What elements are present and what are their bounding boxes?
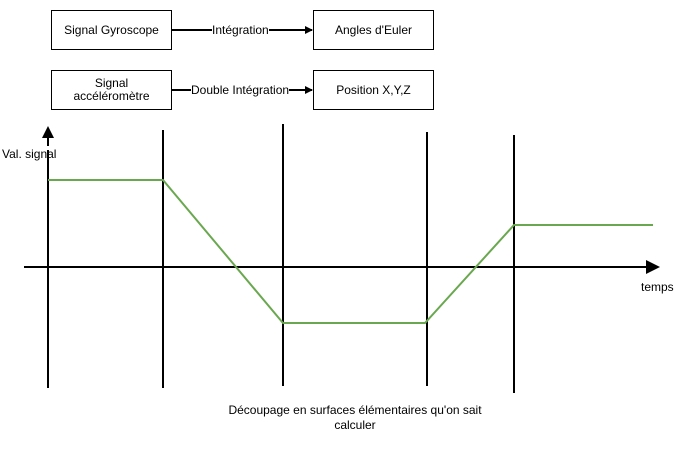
accelerometer-signal-label: Signal accéléromètre [73, 76, 150, 103]
accelerometer-signal-box: Signal accéléromètre [51, 70, 172, 110]
x-axis-arrowhead [646, 260, 660, 274]
euler-angles-text: Angles d'Euler [334, 22, 412, 37]
y-axis-label: Val. signal [2, 147, 57, 161]
y-axis-arrowhead [42, 126, 54, 138]
double-integration-label: Double Intégration [191, 83, 290, 97]
gyroscope-signal-label: Signal Gyroscope [64, 22, 159, 37]
position-xyz-box: Position X,Y,Z [313, 70, 434, 110]
euler-angles-box: Position X,Y,Z Angles d'Euler [313, 10, 434, 50]
gyroscope-signal-box: Signal Gyroscope [51, 10, 172, 50]
diagram-caption: Découpage en surfaces élémentaires qu'on… [228, 403, 482, 432]
integration-label: Intégration [212, 23, 269, 37]
x-axis-label: temps [641, 280, 674, 294]
signal-line [48, 179, 653, 324]
position-xyz-label: Position X,Y,Z [336, 82, 411, 97]
